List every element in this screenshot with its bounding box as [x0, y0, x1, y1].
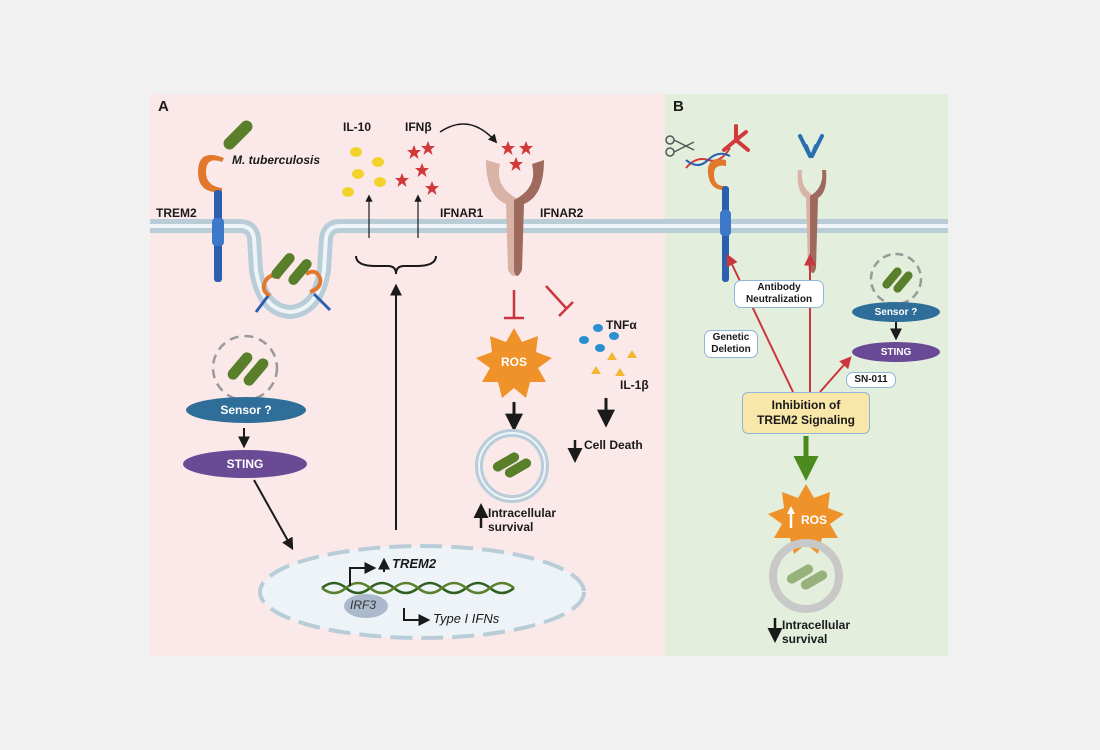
- ifnb-label: IFNβ: [405, 120, 432, 134]
- il1b-label: IL-1β: [620, 378, 649, 392]
- ros-label-a: ROS: [500, 355, 527, 369]
- inhibition-line2: TREM2 Signaling: [756, 413, 855, 427]
- antibody-neutralization-tag: Antibody Neutralization: [734, 280, 824, 308]
- inhibit-ros: [504, 290, 524, 320]
- survival-a-line1: Intracellular: [488, 506, 557, 520]
- il10-label: IL-10: [343, 120, 372, 134]
- mtb-label: M. tuberculosis: [232, 153, 321, 167]
- arrow-to-sting-b: [819, 356, 852, 393]
- ifnb-binding-arrow: [439, 123, 498, 144]
- survival-label-b: Intracellular survival: [782, 618, 850, 646]
- scissors-icon: [665, 135, 695, 157]
- cell-membrane-a: [150, 219, 665, 320]
- ifn-transcription-arrow: [403, 608, 431, 626]
- phagosome-a: [475, 429, 549, 503]
- tnfa-label: TNFα: [606, 318, 637, 332]
- survival-b-line2: survival: [782, 632, 828, 646]
- panel-b-letter: B: [673, 98, 684, 115]
- sensor-pill-b: Sensor ?: [852, 302, 940, 322]
- inhibit-cytokines: [545, 285, 574, 317]
- trem2-transcription-arrow: [349, 562, 377, 586]
- ros-burst-b: [768, 484, 844, 554]
- antibody-red-icon: [722, 124, 750, 152]
- ifnar-receptor-b: [797, 170, 827, 273]
- trem2-receptor: [198, 155, 224, 282]
- panel-a-letter: A: [158, 98, 169, 115]
- ros-label-b: ROS: [800, 513, 827, 527]
- sensor-pill-a: Sensor ?: [186, 397, 306, 423]
- trem2-label: TREM2: [156, 206, 197, 220]
- cell-death-label: Cell Death: [584, 438, 643, 452]
- survival-a-line2: survival: [488, 520, 534, 534]
- il10-particles: [342, 147, 386, 197]
- inhibition-box: Inhibition of TREM2 Signaling: [742, 392, 870, 434]
- antibody-blue-icon: [798, 134, 824, 158]
- survival-label-a: Intracellular survival: [488, 506, 556, 534]
- irf3-blob: [344, 594, 388, 618]
- phagosome-b: [769, 539, 843, 613]
- panel-b-background: [665, 94, 948, 656]
- irf3-label: IRF3: [350, 598, 377, 612]
- sting-pill-b: STING: [852, 342, 940, 362]
- ifnar-receptor: [486, 160, 544, 276]
- ros-up-arrowhead-b: [787, 506, 795, 514]
- type1-ifns-label: Type I IFNs: [433, 611, 500, 626]
- survival-b-line1: Intracellular: [782, 618, 851, 632]
- inhibition-line1: Inhibition of: [771, 398, 841, 412]
- tnfa-particles: [579, 324, 619, 352]
- dna-helix: [321, 581, 515, 595]
- dna-strand-b: [685, 147, 731, 169]
- genetic-deletion-tag: Genetic Deletion: [704, 330, 758, 358]
- ros-burst-a: [476, 328, 552, 398]
- trem2-gene-label: TREM2: [392, 556, 437, 571]
- secretion-brace: [355, 255, 437, 275]
- cell-membrane-b: [665, 219, 948, 233]
- sting-pill-a: STING: [183, 450, 307, 478]
- sting-to-nucleus-arrow: [253, 479, 294, 551]
- arrow-to-trem2-b: [726, 253, 794, 393]
- ifnar1-label: IFNAR1: [440, 206, 484, 220]
- sn011-tag: SN-011: [846, 372, 896, 388]
- il1b-particles: [591, 350, 637, 376]
- ifnar2-label: IFNAR2: [540, 206, 584, 220]
